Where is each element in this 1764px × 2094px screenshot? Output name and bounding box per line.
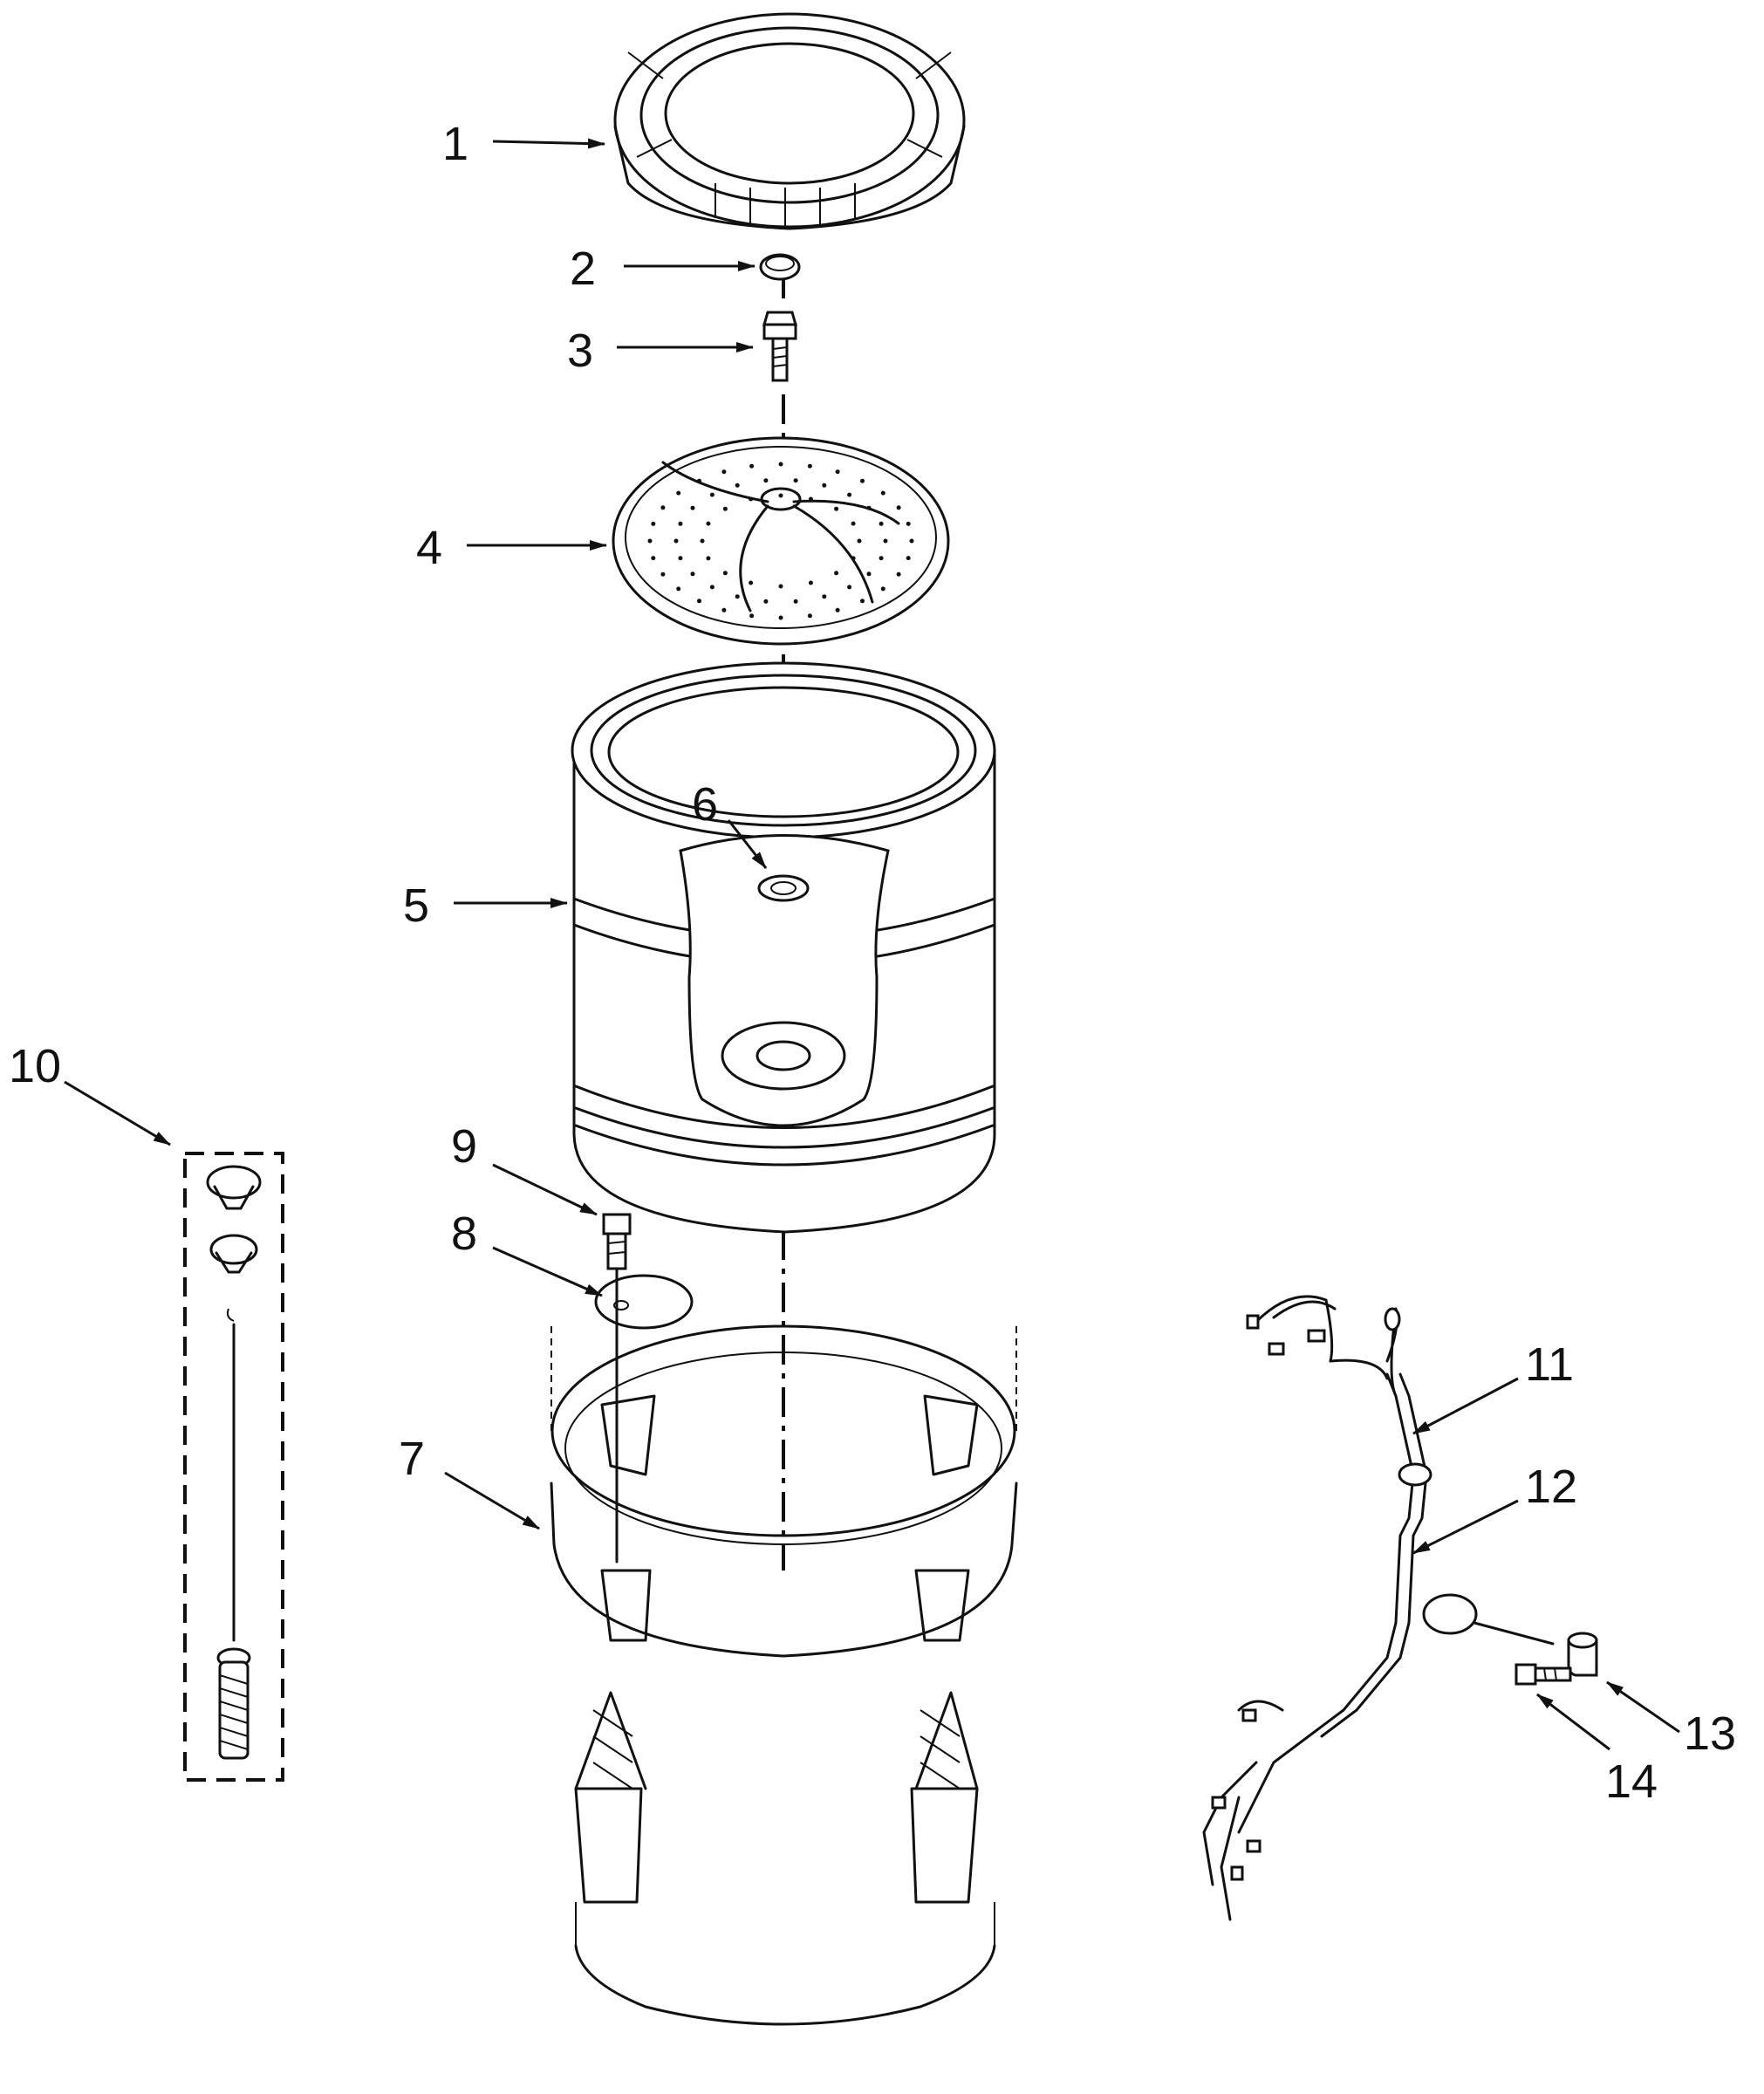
impeller-hole	[778, 462, 783, 467]
impeller-hole	[835, 469, 840, 475]
leader-arrows	[64, 138, 1680, 1751]
callout-1: 1	[442, 118, 468, 170]
impeller-hole	[690, 505, 695, 510]
impeller-hole	[721, 607, 727, 612]
impeller-hole	[879, 556, 884, 561]
callout-labels: 1 2 3 4 5 6 7 8 9 10 11 12 13 14	[9, 118, 1736, 1808]
impeller-hole	[709, 492, 714, 497]
impeller-hole	[834, 571, 839, 576]
impeller-hole	[749, 613, 755, 619]
impeller-hole	[763, 599, 769, 604]
impeller-hole	[735, 482, 740, 488]
impeller-hole	[906, 556, 911, 561]
impeller-hole	[883, 538, 888, 544]
part-13-clip	[1567, 1632, 1598, 1677]
impeller-hole	[647, 538, 653, 544]
impeller-hole	[722, 571, 728, 576]
callout-4: 4	[416, 522, 442, 574]
callout-6: 6	[692, 778, 718, 831]
impeller-hole	[660, 571, 666, 577]
impeller-hole	[909, 538, 914, 544]
impeller-hole	[847, 492, 852, 497]
impeller-hole	[651, 521, 656, 526]
part-14-screw	[1514, 1663, 1572, 1686]
impeller-hole	[721, 469, 727, 475]
callout-14: 14	[1605, 1755, 1658, 1808]
impeller-hole	[678, 521, 683, 526]
callout-13: 13	[1684, 1707, 1736, 1760]
impeller-hole	[857, 538, 862, 544]
impeller-hole	[676, 586, 681, 592]
impeller-hole	[673, 538, 679, 544]
impeller-hole	[690, 571, 695, 577]
impeller-hole	[880, 586, 885, 592]
part-7-outer-tub	[550, 1324, 1018, 2026]
impeller-hole	[835, 607, 840, 612]
part-11-wire-harness	[1202, 1295, 1432, 1921]
impeller-hole	[851, 556, 856, 561]
impeller-hole	[860, 599, 865, 604]
impeller-hole	[749, 496, 754, 502]
part-10-suspension-rod-kit	[183, 1152, 284, 1782]
callout-5: 5	[403, 879, 429, 932]
impeller-hole	[706, 521, 711, 526]
impeller-hole	[808, 580, 813, 585]
part-3-bolt	[762, 311, 797, 382]
impeller-hole	[822, 482, 827, 488]
impeller-holes	[647, 462, 914, 620]
part-2-cap	[759, 253, 801, 281]
impeller-hole	[735, 594, 740, 599]
callout-3: 3	[567, 325, 593, 377]
impeller-hole	[706, 556, 711, 561]
impeller-hole	[896, 505, 901, 510]
impeller-hole	[763, 478, 769, 483]
callout-2: 2	[570, 243, 596, 295]
part-5-basket	[571, 661, 996, 1234]
impeller-hole	[651, 556, 656, 561]
impeller-hole	[709, 585, 714, 590]
impeller-hole	[676, 490, 681, 496]
impeller-hole	[808, 496, 813, 502]
part-8-plate	[594, 1274, 694, 1330]
impeller-hole	[749, 463, 755, 469]
impeller-hole	[851, 521, 856, 526]
callout-7: 7	[399, 1433, 425, 1485]
impeller-hole	[807, 463, 812, 469]
impeller-hole	[880, 490, 885, 496]
impeller-hole	[847, 585, 852, 590]
impeller-hole	[896, 571, 901, 577]
impeller-hole	[834, 506, 839, 511]
impeller-hole	[678, 556, 683, 561]
impeller-hole	[793, 478, 798, 483]
impeller-hole	[860, 478, 865, 483]
impeller-hole	[778, 584, 783, 589]
impeller-hole	[697, 478, 701, 483]
impeller-hole	[822, 594, 827, 599]
impeller-hole	[660, 505, 666, 510]
impeller-hole	[722, 506, 728, 511]
part-4-impeller	[612, 436, 950, 646]
part-9-screw	[602, 1213, 632, 1564]
callout-9: 9	[451, 1120, 477, 1173]
impeller-hole	[807, 613, 812, 619]
impeller-hole	[697, 599, 701, 604]
part-12-grommet	[1422, 1593, 1555, 1646]
impeller-hole	[749, 580, 754, 585]
impeller-hole	[778, 615, 783, 620]
callout-12: 12	[1525, 1461, 1577, 1513]
impeller-hole	[778, 493, 783, 498]
callout-8: 8	[451, 1208, 477, 1260]
impeller-hole	[879, 521, 884, 526]
impeller-hole	[866, 571, 872, 577]
callout-11: 11	[1525, 1338, 1574, 1391]
impeller-hole	[700, 538, 705, 544]
impeller-hole	[793, 599, 798, 604]
impeller-hole	[906, 521, 911, 526]
impeller-hole	[866, 505, 872, 510]
callout-10: 10	[9, 1040, 61, 1092]
part-1-tub-ring	[613, 12, 966, 230]
